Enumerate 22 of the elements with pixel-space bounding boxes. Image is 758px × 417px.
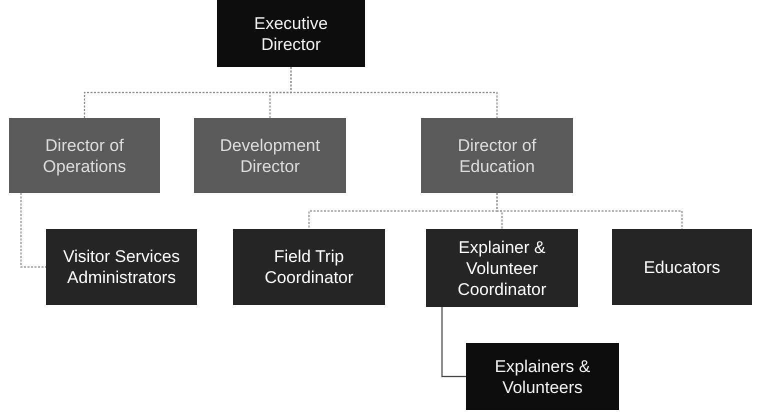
role-box xyxy=(612,229,752,305)
role-title: Executive Director xyxy=(253,12,329,54)
role-title: Field Trip Coordinator xyxy=(264,246,354,288)
role-title: Explainer & Volunteer Coordinator xyxy=(456,236,548,300)
connector-line xyxy=(20,193,46,268)
role-box xyxy=(9,118,160,193)
role-title: Educators xyxy=(644,256,720,278)
connector-line xyxy=(290,67,498,118)
connector-line xyxy=(496,193,683,229)
role-box xyxy=(233,229,385,305)
role-title: Explainers & Volunteers xyxy=(494,356,592,398)
role-title: Development Director xyxy=(218,134,322,176)
role-box xyxy=(466,343,619,410)
role-box xyxy=(46,229,197,305)
role-box xyxy=(217,0,365,67)
role-box xyxy=(426,229,578,307)
role-title: Director of Education xyxy=(456,134,538,176)
role-title: Director of Operations xyxy=(42,134,128,176)
role-box xyxy=(194,118,346,193)
connector-line xyxy=(441,307,466,378)
role-box xyxy=(421,118,573,193)
role-title: Visitor Services Administrators xyxy=(62,246,181,288)
